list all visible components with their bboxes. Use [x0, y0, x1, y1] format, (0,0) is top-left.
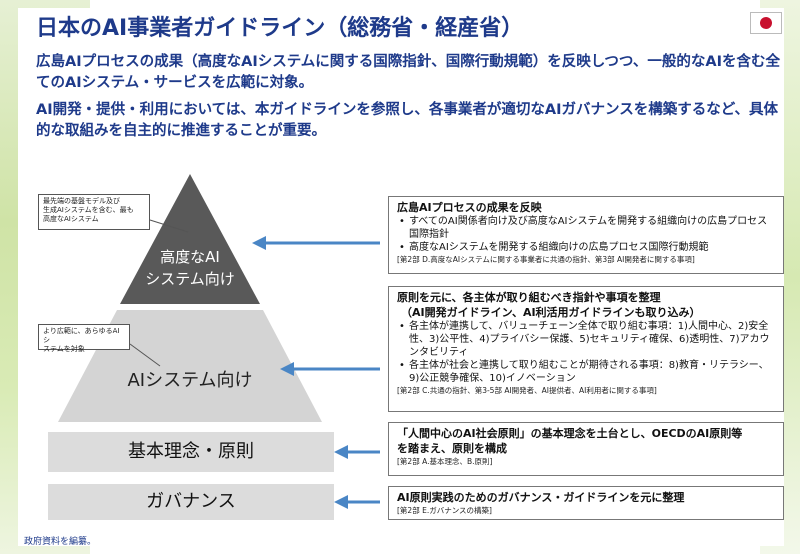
pyramid-top-label: 高度なAI システム向け — [130, 246, 250, 290]
box-bullet: 各主体が連携して、バリューチェーン全体で取り組む事項：1)人間中心、2)安全性、… — [397, 320, 775, 359]
box-principles: 「人間中心のAI社会原則」の基本理念を土台とし、OECDのAI原則等 を踏まえ、… — [388, 422, 784, 476]
japan-flag-icon — [750, 12, 782, 34]
connector-line-mid — [129, 343, 161, 367]
box-bullet: すべてのAI関係者向け及び高度なAIシステムを開発する組織向けの広島プロセス国際… — [397, 215, 775, 241]
callout-line: ステムを対象 — [43, 345, 85, 353]
source-note: 政府資料を編纂。 — [24, 537, 97, 547]
pyramid-top-label-line-2: システム向け — [145, 270, 235, 288]
callout-all-ai: より広範に、あらゆるAIシ ステムを対象 — [38, 324, 130, 353]
box-heading: （AI開発ガイドライン、AI利活用ガイドラインも取り込み） — [401, 306, 701, 319]
box-heading: を踏まえ、原則を構成 — [397, 442, 507, 455]
pyramid-band-governance: ガバナンス — [48, 484, 334, 520]
arrow-head-2 — [280, 362, 294, 376]
box-bullet: 各主体が社会と連携して取り組むことが期待される事項：8)教育・リテラシー、9)公… — [397, 359, 775, 385]
pyramid-top-label-line-1: 高度なAI — [160, 248, 220, 266]
arrow-head-3 — [334, 445, 348, 459]
box-hiroshima-process: 広島AIプロセスの成果を反映 すべてのAI関係者向け及び高度なAIシステムを開発… — [388, 196, 784, 274]
intro-paragraph-1: 広島AIプロセスの成果（高度なAIシステムに関する国際指針、国際行動規範）を反映… — [36, 54, 780, 91]
callout-line: 生成AIシステムを含む、最も — [43, 206, 134, 214]
pyramid-top-tier — [120, 174, 260, 304]
pyramid-band-principles: 基本理念・原則 — [48, 432, 334, 472]
box-heading: AI原則実践のためのガバナンス・ガイドラインを元に整理 — [397, 491, 685, 504]
pyramid-mid-label: AIシステム向け — [127, 370, 253, 391]
box-reference: [第2部 D.高度なAIシステムに関する事業者に共通の指針、第3部 AI開発者に… — [397, 255, 695, 264]
callout-advanced-ai: 最先端の基盤モデル及び 生成AIシステムを含む、最も 高度なAIシステム — [38, 194, 150, 230]
box-bullet: 高度なAIシステムを開発する組織向けの広島プロセス国際行動規範 — [397, 241, 775, 254]
callout-line: より広範に、あらゆるAIシ — [43, 327, 120, 344]
arrow-head-1 — [252, 236, 266, 250]
box-heading: 「人間中心のAI社会原則」の基本理念を土台とし、OECDのAI原則等 — [397, 427, 743, 440]
box-guidelines: 原則を元に、各主体が取り組むべき指針や事項を整理 （AI開発ガイドライン、AI利… — [388, 286, 784, 412]
arrow-head-4 — [334, 495, 348, 509]
box-governance: AI原則実践のためのガバナンス・ガイドラインを元に整理 [第2部 E.ガバナンス… — [388, 486, 784, 520]
intro-paragraph-2: AI開発・提供・利用においては、本ガイドラインを参照し、各事業者が適切なAIガバ… — [36, 102, 778, 139]
box-reference: [第2部 A.基本理念、B.原則] — [397, 457, 493, 466]
connector-line-top — [149, 219, 189, 233]
box-heading: 広島AIプロセスの成果を反映 — [397, 201, 542, 214]
box-reference: [第2部 C.共通の指針、第3-5部 AI開発者、AI提供者、AI利用者に関する… — [397, 386, 657, 395]
page-title: 日本のAI事業者ガイドライン（総務省・経産省） — [36, 16, 524, 41]
box-reference: [第2部 E.ガバナンスの構築] — [397, 506, 492, 515]
callout-line: 最先端の基盤モデル及び — [43, 197, 120, 205]
box-heading: 原則を元に、各主体が取り組むべき指針や事項を整理 — [397, 291, 661, 304]
callout-line: 高度なAIシステム — [43, 215, 99, 223]
